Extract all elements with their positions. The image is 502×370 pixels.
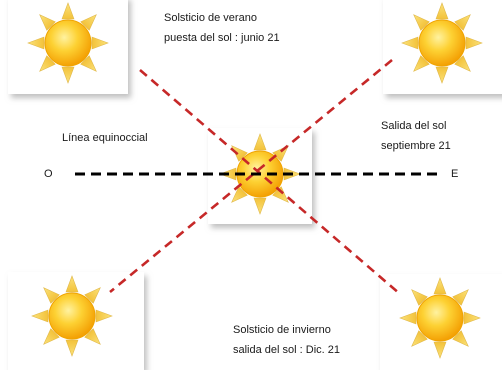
solstice-diagonal-summer-winter bbox=[139, 69, 401, 295]
equinox-line-label: Línea equinoccial bbox=[62, 128, 148, 148]
summer-solstice-title: Solsticio de verano bbox=[164, 12, 257, 24]
sunrise-september-label: Salida del sol septiembre 21 bbox=[381, 116, 451, 156]
winter-solstice-date: salida del sol : Dic. 21 bbox=[233, 344, 340, 356]
east-text: E bbox=[451, 168, 459, 180]
equinox-line-text: Línea equinoccial bbox=[62, 132, 148, 144]
sun-icon bbox=[27, 2, 109, 84]
sun-icon bbox=[401, 2, 483, 84]
winter-solstice-title: Solsticio de invierno bbox=[233, 324, 331, 336]
sun-card-top-left bbox=[8, 0, 128, 94]
sun-icon bbox=[31, 275, 113, 357]
sun-card-bottom-right bbox=[380, 274, 502, 370]
winter-solstice-label: Solsticio de invierno salida del sol : D… bbox=[233, 320, 340, 360]
sun-card-top-right bbox=[383, 0, 502, 94]
sun-card-bottom-left bbox=[8, 272, 144, 370]
summer-solstice-label: Solsticio de verano puesta del sol : jun… bbox=[164, 8, 280, 48]
east-label: E bbox=[451, 164, 458, 184]
west-label: O bbox=[44, 164, 53, 184]
summer-solstice-date: puesta del sol : junio 21 bbox=[164, 32, 280, 44]
sun-icon bbox=[399, 277, 481, 359]
equinox-diagonal bbox=[109, 58, 393, 294]
sunrise-title: Salida del sol bbox=[381, 120, 447, 132]
sunrise-date: septiembre 21 bbox=[381, 140, 451, 152]
west-text: O bbox=[44, 168, 53, 180]
